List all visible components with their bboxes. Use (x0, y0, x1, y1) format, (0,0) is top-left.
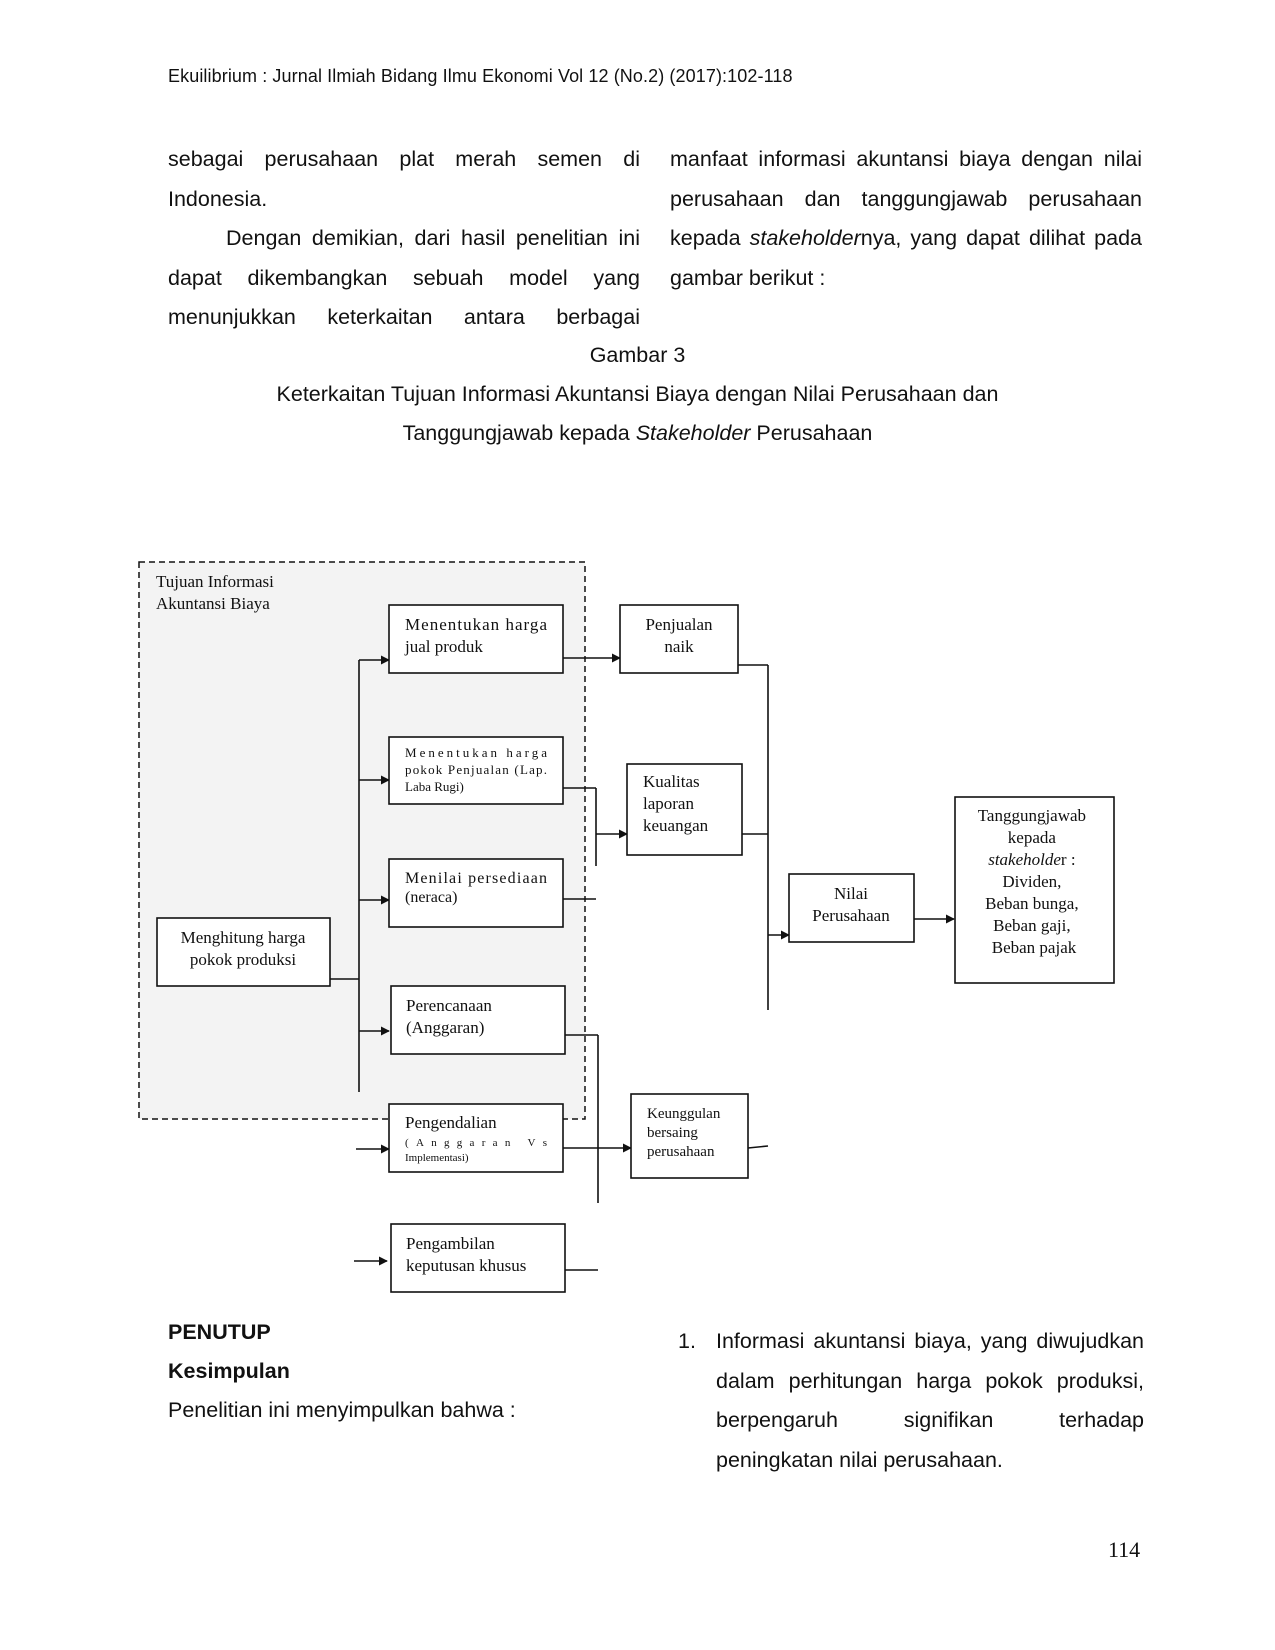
figure-title-italic: Stakeholder (635, 421, 751, 445)
figure-label: Gambar 3 (589, 343, 686, 367)
box-harga-jual (388, 604, 564, 674)
label-perencanaan: Perencanaan(Anggaran) (406, 996, 492, 1037)
box-pengendalian (388, 1103, 564, 1173)
right-paragraph-text-b: nya, yang dapat dilihat pada gambar beri… (670, 226, 1142, 290)
stakeholder-term: stakeholder (749, 226, 861, 250)
section-heading: PENUTUP (168, 1320, 271, 1344)
figure-title-line-1: Keterkaitan Tujuan Informasi Akuntansi B… (276, 382, 999, 406)
subsection-heading: Kesimpulan (168, 1359, 290, 1383)
connector-keunggulan-out (747, 1145, 769, 1149)
box-tanggungjawab (954, 796, 1115, 984)
box-kualitas (626, 763, 743, 856)
right-paragraph-1: manfaat informasi akuntansi biaya dengan… (670, 140, 1142, 298)
box-keunggulan (630, 1093, 749, 1179)
figure-title-text-a: Tanggungjawab kepada (402, 421, 636, 445)
box-persediaan (388, 858, 564, 928)
box-penjualan-naik (619, 604, 739, 674)
label-persediaan: Menilai persediaan(neraca) (405, 870, 547, 906)
box-hpp-penjualan (388, 736, 564, 805)
running-header: Ekuilibrium : Jurnal Ilmiah Bidang Ilmu … (168, 66, 793, 86)
left-paragraph-2: Dengan demikian, dari hasil penelitian i… (168, 226, 640, 329)
figure-title-text-b: Perusahaan (750, 421, 873, 445)
label-tanggungjawab: Tanggungjawab kepada stakeholder : Divid… (978, 806, 1091, 957)
right-paragraph-text-a: manfaat informasi akuntansi biaya dengan… (670, 147, 1142, 250)
figure-title-line-2: Tanggungjawab kepada Stakeholder Perusah… (0, 414, 1275, 454)
conclusion-list: 1. Informasi akuntansi biaya, yang diwuj… (678, 1322, 1144, 1480)
box-hitung-hpp (156, 917, 331, 987)
right-column: manfaat informasi akuntansi biaya dengan… (670, 140, 1142, 298)
box-nilai (788, 873, 915, 943)
list-item-text: Informasi akuntansi biaya, yang diwujudk… (716, 1329, 1144, 1472)
box-pengambilan (390, 1223, 566, 1293)
left-paragraph-1: sebagai perusahaan plat merah semen di I… (168, 147, 640, 211)
list-item: 1. Informasi akuntansi biaya, yang diwuj… (678, 1322, 1144, 1480)
left-column: sebagai perusahaan plat merah semen di I… (168, 140, 640, 338)
box-perencanaan (390, 985, 566, 1055)
list-item-number: 1. (678, 1329, 696, 1353)
page-number: 114 (1108, 1537, 1141, 1562)
conclusion-intro: Penelitian ini menyimpulkan bahwa : (168, 1398, 516, 1422)
